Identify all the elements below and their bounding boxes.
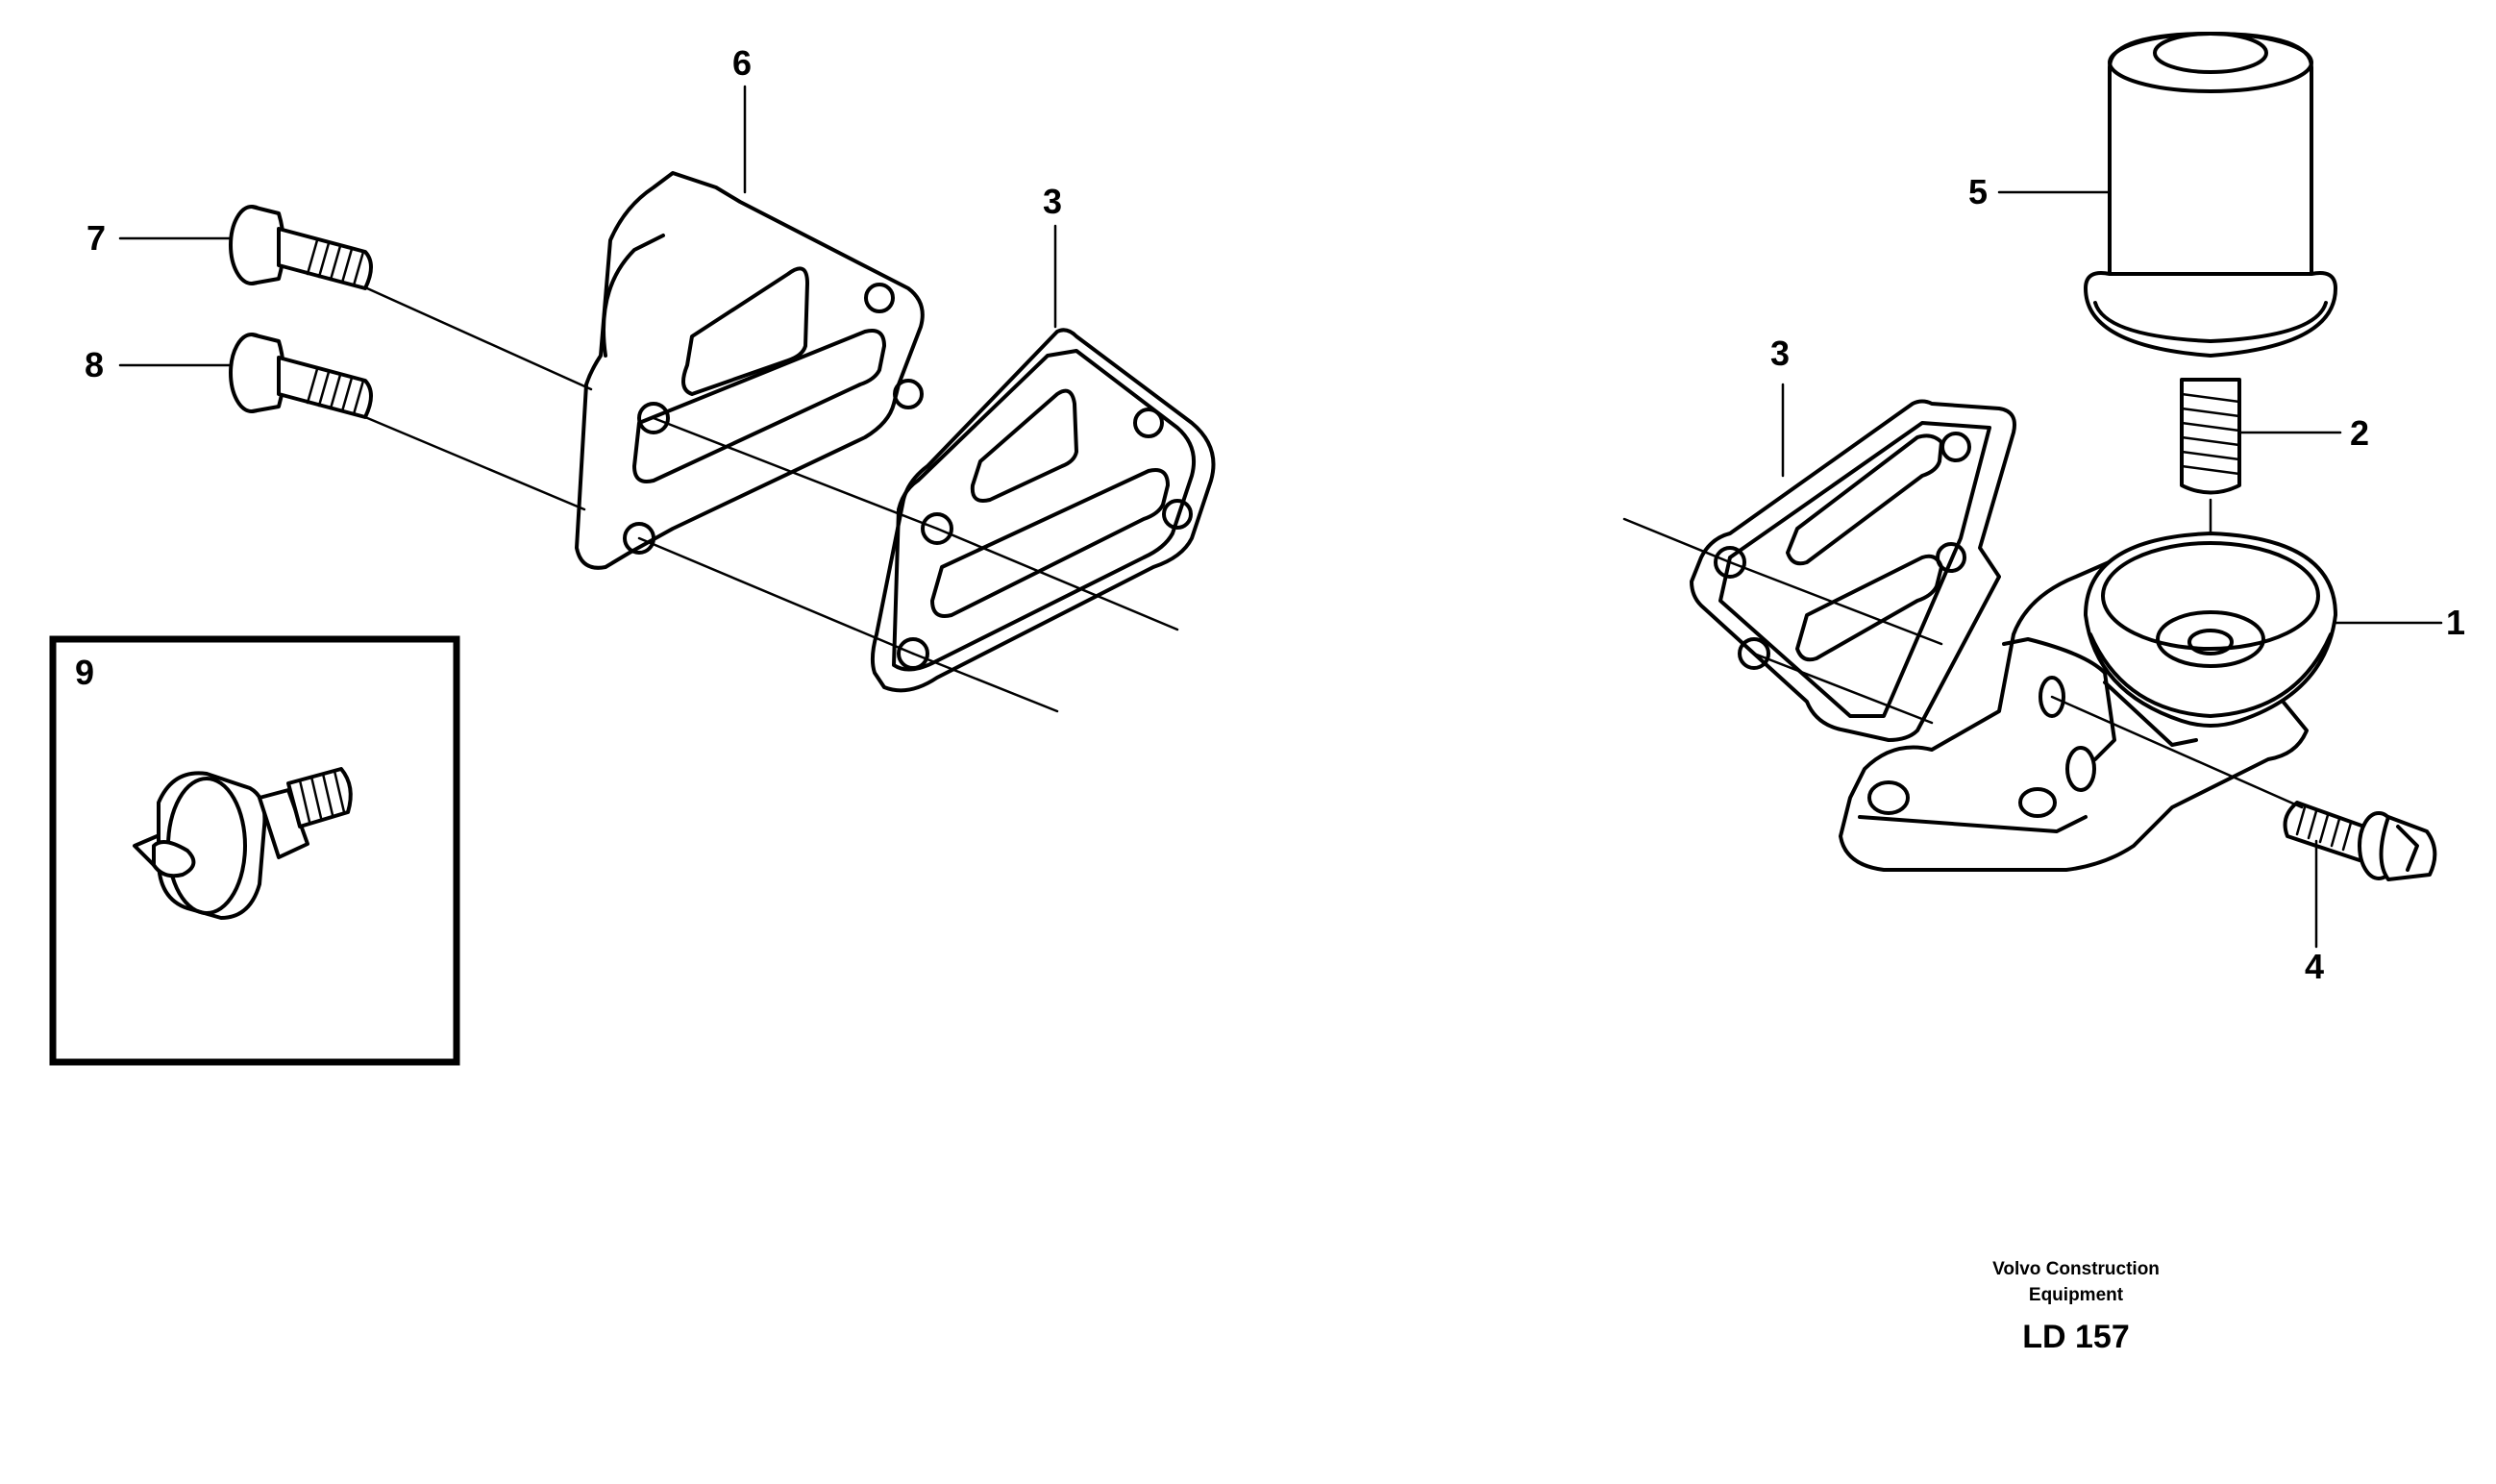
detail-box-part-9 (49, 635, 460, 1066)
callout-9: 9 (75, 653, 94, 692)
bolt-part-8 (229, 333, 373, 419)
leader-lines (118, 85, 2443, 949)
assembly-lines-left (363, 286, 1179, 713)
gasket-part-3-right (1690, 399, 2016, 742)
gasket-part-3-left (870, 328, 1216, 693)
callout-1: 1 (2446, 603, 2465, 642)
drawing-code: LD 157 (2022, 1319, 2130, 1355)
sensor-part-9 (133, 767, 353, 920)
callout-6: 6 (732, 43, 752, 83)
bolt-part-7 (229, 205, 373, 290)
callout-2: 2 (2350, 413, 2369, 453)
bolt-part-4 (2283, 801, 2437, 881)
callout-8: 8 (85, 345, 104, 384)
manufacturer-name: Volvo Construction (1992, 1259, 2160, 1279)
callout-3-left: 3 (1043, 182, 1062, 221)
housing-part-6 (575, 171, 925, 570)
filter-part-5 (2084, 32, 2337, 358)
callout-5: 5 (1968, 172, 1988, 211)
assembly-lines-right (1622, 517, 2304, 809)
callout-3-right: 3 (1770, 334, 1790, 373)
manufacturer-name-line2: Equipment (2028, 1285, 2124, 1305)
callout-7: 7 (86, 218, 106, 258)
callout-4: 4 (2305, 947, 2324, 986)
